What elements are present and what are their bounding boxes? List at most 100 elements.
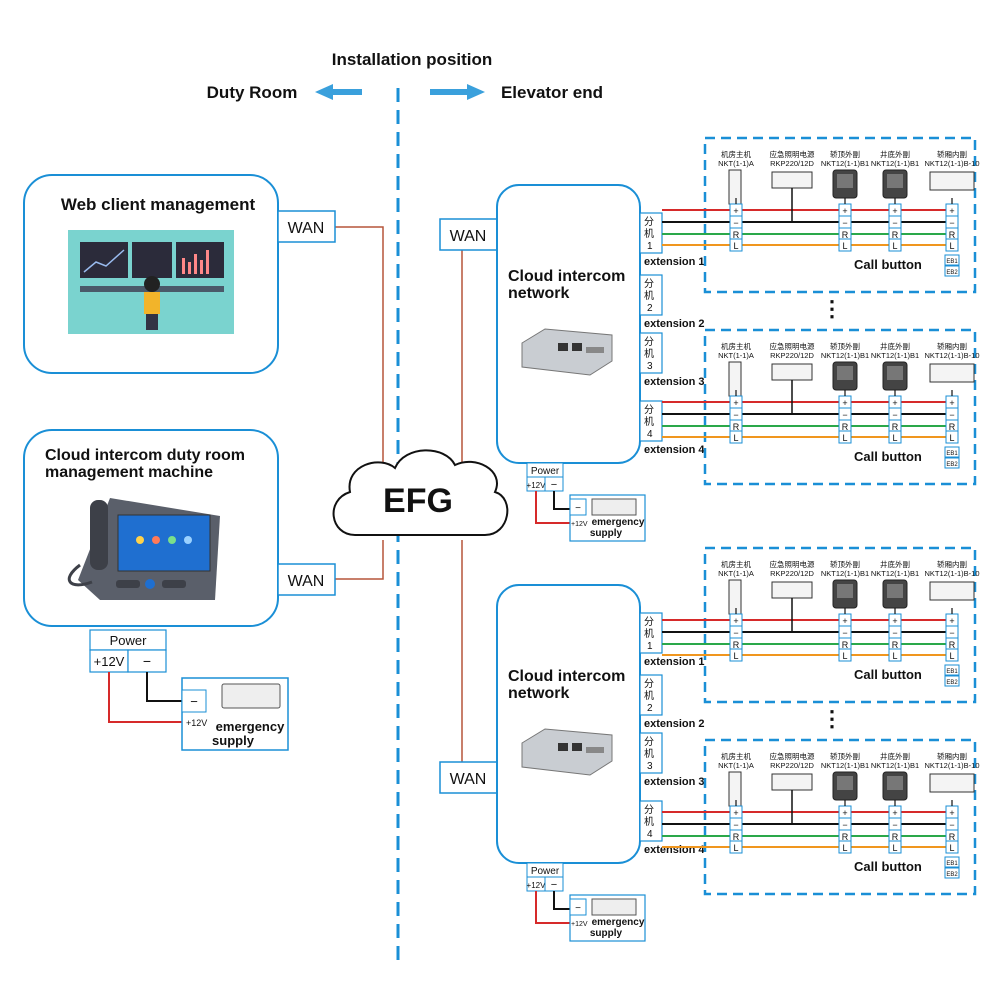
elevator-panel: 机房主机NKT(1-1)A应急照明电源RKP220/12D轿顶外副NKT12(1… [662,546,980,704]
terminal-3: L [949,433,954,443]
device-name: 轿厢内副 [937,149,967,159]
call-button-label: Call button [854,859,922,874]
eb1-label: EB1 [946,861,958,867]
terminal-2: R [733,640,740,650]
right-arrow-icon [430,84,485,100]
extension-cn-1: 分 [644,736,654,748]
elevator-panel: 机房主机NKT(1-1)A应急照明电源RKP220/12D轿顶外副NKT12(1… [662,328,980,486]
elevator-panel: 机房主机NKT(1-1)A应急照明电源RKP220/12D轿顶外副NKT12(1… [662,738,980,896]
terminal-1: − [892,410,897,420]
extension-cn-2: 机 [644,689,654,702]
device-model: RKP220/12D [770,761,814,770]
network-power-minus: − [551,479,557,491]
device-name: 井底外副 [880,149,910,159]
extension-cn-1: 分 [644,404,654,416]
network-emergency-line2: supply [590,928,623,939]
call-button-label: Call button [854,449,922,464]
device-model: NKT12(1-1)B1 [871,159,919,168]
terminal-2: R [842,640,849,650]
network-emergency-minus: − [575,903,581,914]
panel-ellipsis: ⋮ [821,296,843,321]
extension-cn-2: 机 [644,415,654,428]
terminal-2: R [949,422,956,432]
device-model: NKT12(1-1)B1 [821,351,869,360]
extension-label: extension 2 [644,718,705,730]
eb1-label: EB1 [946,669,958,675]
terminal-3: L [949,241,954,251]
network-black-wire [553,491,570,510]
terminal-3: L [892,843,897,853]
efg-cloud: EFG [332,449,509,536]
network-power-block: Power+12V− [526,462,564,492]
device-name: 机房主机 [721,559,751,569]
device-name: 井底外副 [880,751,910,761]
terminal-2: R [892,640,899,650]
network-power-label: Power [531,866,560,877]
network-emergency-line2: supply [590,528,623,539]
duty-power-block: Power +12V − [89,629,167,673]
web-client-wan-port: WAN [277,210,336,243]
terminal-1: − [733,218,738,228]
device-model: NKT12(1-1)B-10 [924,761,979,770]
terminal-2: R [949,832,956,842]
extension-cn-1: 分 [644,804,654,816]
intercom-phone-icon [67,498,220,600]
terminal-2: R [892,230,899,240]
terminal-3: L [842,241,847,251]
terminal-0: + [949,808,954,818]
network-wan-label: WAN [450,228,487,245]
duty-emergency-line2: supply [212,733,255,748]
device-model: NKT12(1-1)B-10 [924,569,979,578]
terminal-2: R [892,832,899,842]
device-model: NKT12(1-1)B1 [821,761,869,770]
terminal-3: L [892,651,897,661]
device-name: 应急照明电源 [770,751,815,761]
device-model: NKT(1-1)A [718,569,754,578]
extension-num: 1 [647,241,653,252]
device-name: 轿厢内副 [937,341,967,351]
web-client-title: Web client management [61,195,256,214]
extension-label: extension 4 [644,444,705,456]
terminal-1: − [892,820,897,830]
duty-emergency-minus: − [190,694,198,709]
cloud-intercom-network-box [496,584,641,864]
device-model: NKT12(1-1)B1 [871,761,919,770]
terminal-0: + [949,206,954,216]
network-title-2: network [508,685,569,702]
eb2-label: EB2 [946,270,958,276]
terminal-1: − [842,820,847,830]
extension-label: extension 1 [644,656,705,668]
terminal-3: L [733,241,738,251]
terminal-2: R [842,832,849,842]
cloud-intercom-network-box [496,184,641,464]
terminal-3: L [733,843,738,853]
terminal-1: − [842,410,847,420]
network-power-plus: +12V [527,481,547,490]
network-red-wire [535,491,570,524]
extension-cn-2: 机 [644,747,654,760]
terminal-3: L [842,843,847,853]
extension-cn-2: 机 [644,289,654,302]
device-name: 应急照明电源 [770,559,815,569]
extension-label: extension 3 [644,776,705,788]
eb1-label: EB1 [946,451,958,457]
extension-cn-1: 分 [644,278,654,290]
web-client-wan-label: WAN [288,220,325,237]
network-black-wire [553,891,570,910]
terminal-0: + [892,616,897,626]
extension-label: extension 4 [644,844,705,856]
